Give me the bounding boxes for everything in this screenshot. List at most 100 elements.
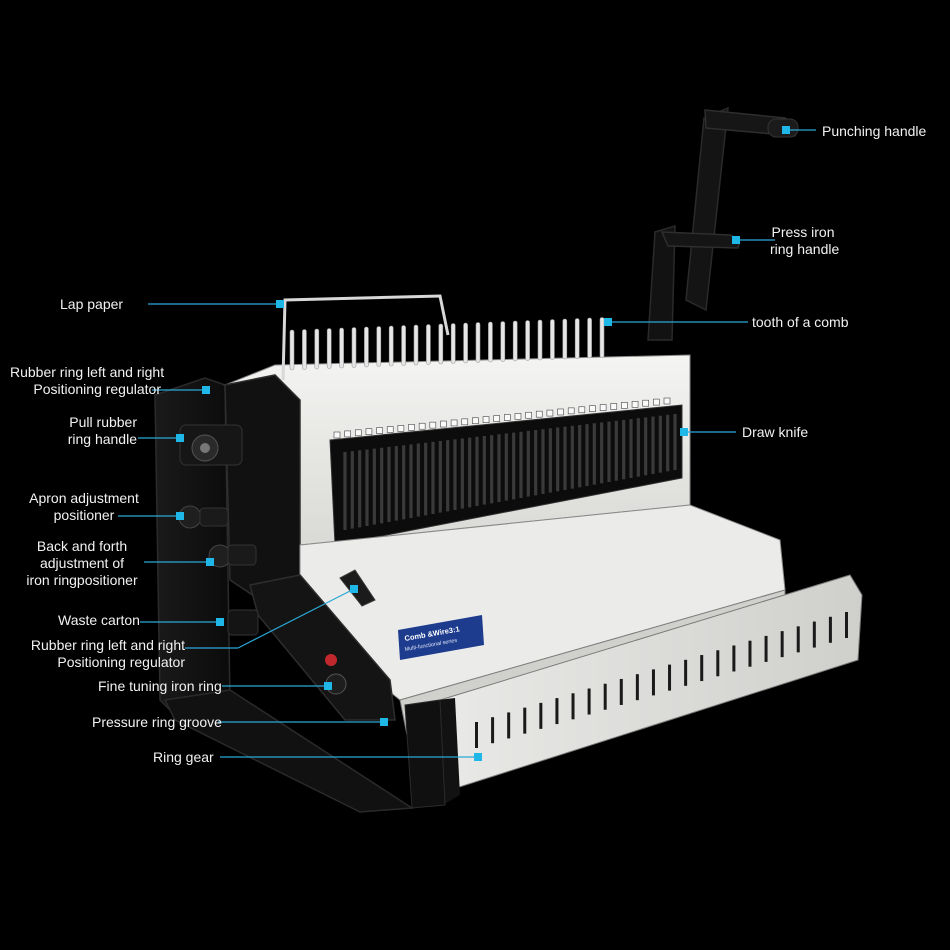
leader-press-iron bbox=[732, 236, 775, 244]
alignment-mark bbox=[440, 420, 447, 428]
comb-tooth bbox=[426, 324, 431, 365]
apron-slot bbox=[716, 650, 720, 677]
alignment-mark bbox=[493, 415, 500, 422]
apron-slot bbox=[571, 693, 575, 720]
apron-slot bbox=[539, 702, 543, 729]
label-text: Positioning regulator bbox=[33, 381, 161, 397]
comb-tooth bbox=[562, 318, 568, 360]
knob-group bbox=[178, 424, 376, 695]
comb-tooth bbox=[450, 323, 456, 364]
apron-slot bbox=[507, 712, 511, 739]
comb-tooth bbox=[413, 324, 419, 366]
apron-slot bbox=[748, 640, 752, 667]
alignment-mark bbox=[621, 402, 628, 409]
label-waste-carton: Waste carton bbox=[58, 612, 140, 629]
apron-slot bbox=[635, 674, 639, 701]
alignment-mark bbox=[578, 406, 586, 414]
alignment-mark bbox=[418, 422, 426, 430]
alignment-mark bbox=[408, 424, 415, 431]
label-text: tooth of a comb bbox=[752, 314, 849, 330]
label-text: Ring gear bbox=[153, 749, 214, 765]
label-draw-knife: Draw knife bbox=[742, 424, 808, 441]
alignment-mark bbox=[333, 431, 341, 439]
label-tooth-of-comb: tooth of a comb bbox=[752, 314, 849, 331]
label-text: ring handle bbox=[67, 431, 137, 447]
label-text: Rubber ring left and right bbox=[30, 637, 185, 653]
alignment-mark bbox=[450, 419, 458, 427]
apron-slot bbox=[845, 612, 848, 638]
label-text: Draw knife bbox=[742, 424, 809, 440]
apron-slot bbox=[523, 707, 527, 734]
alignment-mark bbox=[663, 397, 671, 405]
leader-rubber-ring-top bbox=[152, 386, 210, 394]
apron-slot bbox=[700, 655, 704, 682]
apron-slot bbox=[603, 683, 607, 710]
label-back-forth-adjustment: Back and forth adjustment of iron ringpo… bbox=[20, 538, 144, 589]
alignment-mark bbox=[631, 400, 639, 408]
apron-slot bbox=[684, 659, 688, 686]
leader-apron bbox=[118, 512, 184, 520]
alignment-mark bbox=[461, 418, 469, 426]
alignment-mark bbox=[344, 430, 351, 438]
leader-draw-knife bbox=[680, 428, 736, 436]
label-text: Lap paper bbox=[60, 296, 124, 312]
alignment-mark bbox=[386, 426, 394, 433]
comb-tooth bbox=[351, 327, 357, 368]
alignment-mark bbox=[429, 421, 437, 429]
label-text: Fine tuning iron ring bbox=[98, 678, 222, 694]
label-text: Apron adjustment bbox=[29, 490, 139, 506]
label-rubber-ring-positioning-bottom: Rubber ring left and right Positioning r… bbox=[30, 637, 185, 671]
apron-slot bbox=[812, 621, 816, 648]
comb-tooth bbox=[326, 328, 332, 369]
comb-tooth bbox=[314, 328, 320, 370]
comb-tooth bbox=[401, 325, 406, 366]
alignment-mark bbox=[525, 411, 532, 419]
comb-tooth bbox=[599, 317, 605, 358]
leader-tooth-of-comb bbox=[604, 318, 748, 326]
label-text: Pull rubber bbox=[69, 414, 137, 430]
label-text: adjustment of bbox=[39, 555, 125, 571]
apron-slot bbox=[732, 645, 736, 672]
label-text: iron ringpositioner bbox=[26, 572, 138, 588]
label-pressure-ring-groove: Pressure ring groove bbox=[92, 714, 222, 731]
alignment-mark bbox=[472, 417, 479, 425]
draw-knife-slots bbox=[343, 414, 677, 530]
label-pull-rubber-ring-handle: Pull rubber ring handle bbox=[30, 414, 137, 448]
alignment-mark bbox=[653, 398, 660, 406]
leader-punching-handle bbox=[782, 126, 816, 134]
alignment-mark bbox=[546, 409, 554, 417]
alignment-mark bbox=[589, 405, 596, 412]
apron-slot bbox=[619, 678, 623, 705]
comb-tooth bbox=[500, 321, 506, 362]
label-text: Waste carton bbox=[58, 612, 140, 628]
label-text: ring handle bbox=[770, 241, 840, 257]
comb-tooth bbox=[339, 327, 344, 369]
bottom-base bbox=[163, 689, 415, 813]
comb-tooth bbox=[364, 326, 369, 368]
label-lap-paper: Lap paper bbox=[60, 296, 123, 313]
comb-tooth bbox=[376, 326, 382, 367]
alignment-mark bbox=[599, 404, 607, 411]
comb-tooth bbox=[587, 317, 592, 359]
apron-slot bbox=[587, 688, 591, 715]
apron-slots bbox=[475, 612, 848, 748]
label-punching-handle: Punching handle bbox=[822, 123, 926, 140]
alignment-mark bbox=[610, 403, 618, 410]
leader-fine-tuning bbox=[222, 682, 332, 690]
label-rubber-ring-positioning-top: Rubber ring left and right Positioning r… bbox=[10, 364, 164, 398]
comb-tooth bbox=[574, 318, 580, 359]
leader-back-forth bbox=[144, 558, 214, 566]
apron-slot bbox=[475, 722, 478, 748]
alignment-mark bbox=[557, 408, 564, 416]
device-badge: Comb &Wire3:1 Multi-functional series bbox=[398, 615, 484, 660]
alignment-mark bbox=[354, 429, 362, 437]
label-fine-tuning-iron-ring: Fine tuning iron ring bbox=[98, 678, 222, 695]
apron-slot bbox=[828, 616, 832, 643]
alignment-marks bbox=[333, 397, 671, 439]
press-iron-ring-handle bbox=[647, 224, 740, 341]
leader-rubber-ring-bottom bbox=[185, 585, 358, 649]
alignment-mark bbox=[482, 416, 490, 423]
comb-tooth bbox=[550, 319, 555, 360]
leader-waste-carton bbox=[140, 618, 224, 626]
